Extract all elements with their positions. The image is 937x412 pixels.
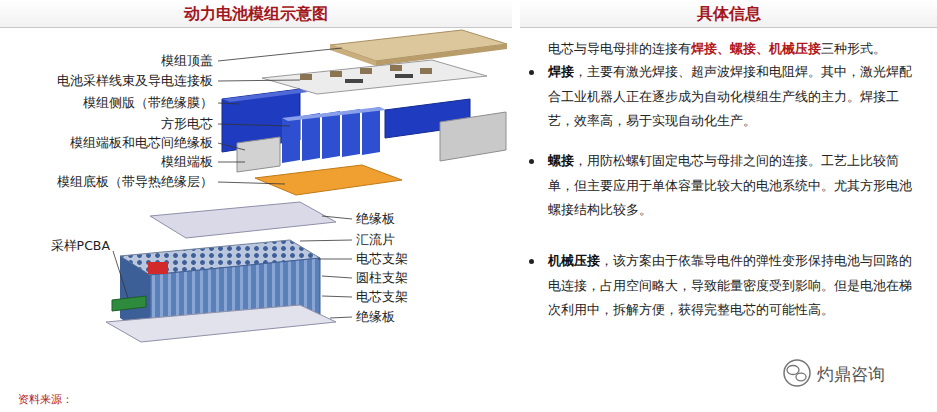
- text-paragraph: 电芯与导电母排的连接有焊接、螺接、机械压接三种形式。: [548, 37, 930, 62]
- illustration-part: [148, 262, 168, 274]
- part-label: 圆柱支架: [356, 270, 408, 286]
- illustration-part: [300, 74, 312, 80]
- illustration-part: [218, 124, 290, 126]
- part-label: 电芯支架: [356, 289, 408, 305]
- illustration-part: [318, 259, 352, 260]
- illustration-part: [112, 296, 146, 311]
- illustration-part: [395, 74, 413, 78]
- part-label: 电池采样线束及导电连接板: [57, 73, 213, 89]
- illustration-part: [420, 68, 432, 74]
- emphasis-text: 、: [717, 41, 730, 56]
- illustration-part: [106, 305, 336, 342]
- illustration-part: [362, 107, 380, 155]
- illustration-part: [218, 143, 245, 150]
- emphasis-text: 焊接: [548, 64, 574, 79]
- text-paragraph: 焊接，主要有激光焊接、超声波焊接和电阻焊。其中，激光焊配合工业机器人正在逐步成为…: [548, 60, 923, 134]
- illustration-part: [330, 317, 352, 318]
- illustration-part: [342, 109, 360, 157]
- wechat-icon: [784, 360, 810, 386]
- part-label: 模组端板: [161, 154, 213, 170]
- part-label: 绝缘板: [356, 309, 395, 325]
- illustration-part: [784, 360, 810, 386]
- illustration-part: [218, 80, 300, 81]
- body-text: 三种形式。: [821, 41, 886, 56]
- illustration-part: [218, 103, 240, 104]
- illustration-part: [390, 65, 402, 71]
- illustration-part: [282, 107, 386, 121]
- illustration-part: [322, 111, 340, 159]
- body-text: 电芯与导电母排的连接有: [548, 41, 691, 56]
- illustration-part: [300, 240, 352, 241]
- body-text: ，该方案由于依靠导电件的弹性变形保持电池与回路的电连接，占用空间略大，导致能量密…: [548, 253, 912, 317]
- emphasis-text: 、: [756, 41, 769, 56]
- illustration-part: [330, 71, 342, 77]
- illustration-part: [322, 216, 352, 219]
- emphasis-text: 机械压接: [769, 41, 821, 56]
- panel-heading: 具体信息: [520, 4, 937, 24]
- part-label: 模组侧版（带绝缘膜）: [83, 95, 213, 111]
- illustration-part: [255, 165, 402, 195]
- illustration-part: [218, 182, 285, 184]
- prismatic-module: [222, 30, 507, 195]
- leader-line: [113, 216, 352, 318]
- illustration-part: [222, 89, 308, 102]
- part-label: 采样PCBA: [51, 238, 110, 254]
- illustration-part: [150, 202, 336, 238]
- text-paragraph: 螺接，用防松螺钉固定电芯与母排之间的连接。工艺上比较简单，但主要应用于单体容量比…: [548, 149, 923, 223]
- illustration-part: [282, 115, 300, 163]
- part-label: 绝缘板: [356, 211, 395, 227]
- emphasis-text: 螺接: [730, 41, 756, 56]
- part-label: 模组顶盖: [161, 53, 213, 69]
- illustration-part: [237, 137, 280, 172]
- panel-heading: 动力电池模组示意图: [0, 4, 512, 24]
- illustration-part: [345, 79, 363, 83]
- illustration-part: [787, 366, 799, 375]
- illustration-part: [360, 68, 372, 74]
- illustration-part: [322, 296, 352, 297]
- bullet-dot: [529, 259, 534, 264]
- leader-line: [218, 48, 342, 184]
- watermark: 灼鼎咨询: [817, 363, 885, 385]
- emphasis-text: 焊接: [691, 41, 717, 56]
- source-note: 资料来源：: [18, 392, 73, 408]
- illustration-part: [322, 276, 352, 278]
- emphasis-text: 螺接: [548, 153, 574, 168]
- illustration-part: [218, 162, 245, 163]
- illustration-part: [302, 113, 320, 161]
- part-label: 汇流片: [356, 232, 395, 248]
- emphasis-text: 机械压接: [548, 253, 600, 268]
- illustration-part: [796, 373, 806, 381]
- bullet-dot: [529, 159, 534, 164]
- text-paragraph: 机械压接，该方案由于依靠导电件的弹性变形保持电池与回路的电连接，占用空间略大，导…: [548, 249, 923, 323]
- cylindrical-module: [106, 202, 336, 342]
- illustration-part: [113, 251, 128, 298]
- illustration-part: [218, 48, 342, 61]
- body-text: ，用防松螺钉固定电芯与母排之间的连接。工艺上比较简单，但主要应用于单体容量比较大…: [548, 153, 912, 217]
- part-label: 方形电芯: [161, 116, 213, 132]
- illustration-part: [440, 112, 506, 161]
- part-label: 模组端板和电芯间绝缘板: [70, 135, 213, 151]
- bullet-dot: [529, 70, 534, 75]
- part-label: 电芯支架: [356, 251, 408, 267]
- part-label: 模组底板（带导热绝缘层）: [57, 174, 213, 190]
- illustration-part: [262, 60, 487, 94]
- body-text: ，主要有激光焊接、超声波焊接和电阻焊。其中，激光焊配合工业机器人正在逐步成为自动…: [548, 64, 912, 128]
